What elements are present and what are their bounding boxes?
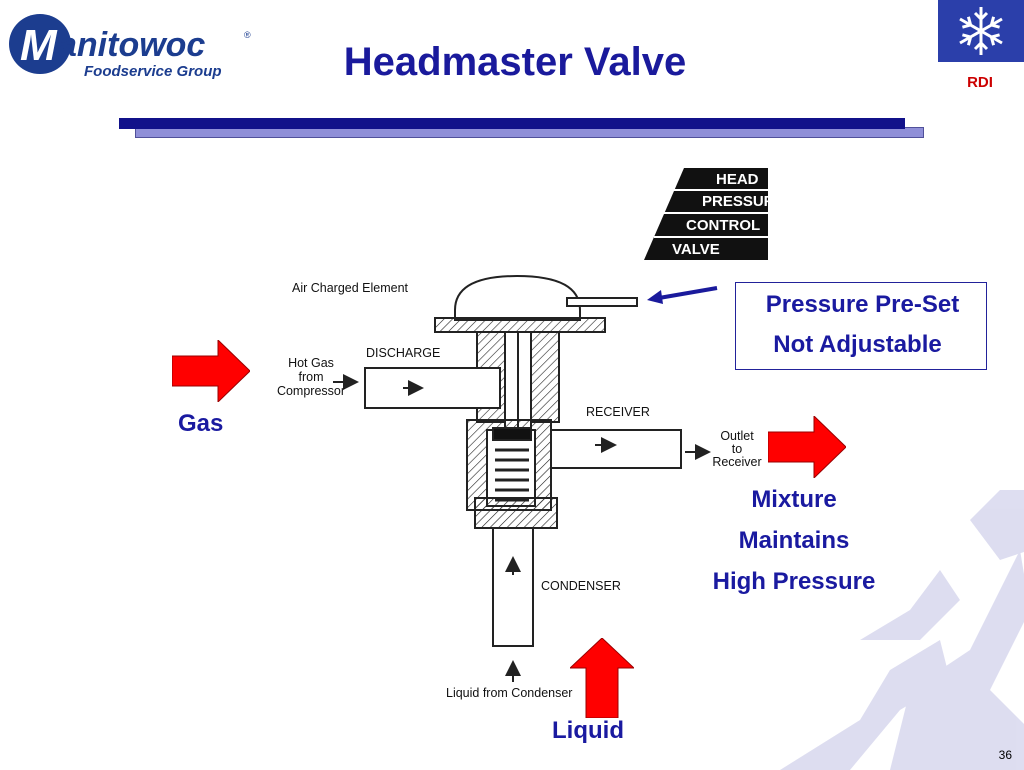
title-underline	[119, 118, 905, 129]
pointer-arrow	[647, 286, 718, 304]
logo-m: M	[20, 21, 58, 70]
snowflake-icon	[959, 7, 1003, 55]
stamp-pressure: PRESSUR	[702, 193, 768, 210]
hot-gas-line3: Compressor	[276, 384, 346, 398]
label-air-charged-element: Air Charged Element	[292, 281, 409, 295]
hot-gas-line2: from	[298, 370, 324, 384]
snowflake-watermark	[780, 490, 1024, 770]
label-maintains: Maintains	[738, 527, 850, 554]
stamp-head: HEAD	[716, 171, 759, 188]
dome	[454, 274, 581, 321]
outlet-line3: Receiver	[712, 455, 762, 469]
callout-line2: Not Adjustable	[773, 331, 942, 358]
rdi-badge	[938, 0, 1024, 62]
outlet-line1: Outlet	[720, 429, 754, 443]
label-gas: Gas	[178, 410, 224, 437]
logo-brand: anitowoc	[58, 26, 205, 64]
slide-number: 36	[998, 748, 1012, 762]
diaphragm	[434, 317, 606, 333]
rdi-label: RDI	[967, 74, 993, 91]
condenser-pipe	[492, 527, 534, 647]
label-discharge: DISCHARGE	[366, 346, 441, 360]
discharge-pipe	[364, 367, 501, 409]
label-condenser: CONDENSER	[541, 579, 621, 593]
outlet-line2: to	[731, 442, 743, 456]
head-pressure-stamp: HEAD PRESSUR CONTROL VALVE	[644, 168, 768, 260]
logo-registered: ®	[244, 30, 251, 40]
gas-arrow	[172, 340, 250, 402]
label-high-pressure: High Pressure	[712, 568, 876, 595]
logo-mark: M anitowoc ® Foodservice Group	[9, 14, 251, 80]
manitowoc-logo: M anitowoc ® Foodservice Group	[6, 8, 256, 80]
mixture-arrow	[768, 416, 846, 478]
valve-diagram	[333, 274, 711, 682]
label-receiver: RECEIVER	[586, 405, 650, 419]
stamp-valve: VALVE	[672, 241, 720, 258]
logo-sub: Foodservice Group	[84, 63, 222, 80]
receiver-pipe	[550, 429, 682, 469]
label-liquid-from-condenser: Liquid from Condenser	[446, 686, 573, 700]
label-liquid: Liquid	[552, 717, 624, 744]
callout-line1: Pressure Pre-Set	[765, 291, 960, 318]
liquid-arrow	[570, 638, 634, 718]
label-mixture: Mixture	[751, 486, 837, 513]
hot-gas-line1: Hot Gas	[288, 356, 334, 370]
slide-title: Headmaster Valve	[343, 40, 687, 84]
label-hot-gas: Hot Gas from Compressor	[276, 356, 346, 398]
stamp-control: CONTROL	[686, 217, 760, 234]
pressure-callout	[735, 282, 987, 370]
label-outlet: Outlet to Receiver	[710, 430, 764, 469]
